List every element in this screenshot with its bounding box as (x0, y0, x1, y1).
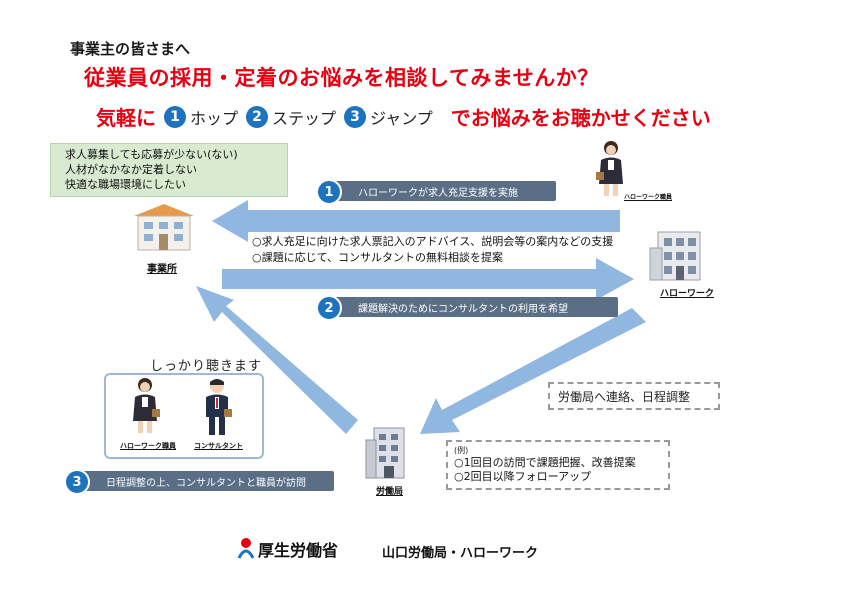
support-line: ○求人充足に向けた求人票記入のアドバイス、説明会等の案内などの支援 (252, 235, 614, 248)
step-step: 2 ステップ (246, 105, 336, 129)
concern-item: 求人募集しても応募が少ない(ない) (65, 148, 238, 161)
consultant-man-icon (206, 379, 232, 435)
labor-bureau-label: 労働局 (376, 487, 404, 497)
concerns-box: 求人募集しても応募が少ない(ない) 人材がなかなか定着しない 快適な職場環境にし… (50, 143, 288, 197)
ministry-name: 厚生労働省 (258, 541, 339, 560)
hellowork-staff-figure (596, 140, 626, 202)
ministry-logo (236, 536, 256, 564)
hellowork-building (648, 230, 708, 286)
office-label: 事業所 (147, 264, 177, 275)
hellowork-icon (649, 231, 701, 281)
arrow-to-bureau (420, 308, 646, 434)
step3-bar: 日程調整の上、コンサルタントと職員が訪問 (72, 471, 334, 491)
step-number-2: 2 (246, 105, 269, 128)
step2-badge: 2 (316, 295, 342, 321)
step-number-1: 1 (164, 105, 186, 128)
page-title: 従業員の採用・定着のお悩みを相談してみませんか？ (84, 66, 599, 90)
steps-line: 気軽に 1 ホップ 2 ステップ 3 ジャンプ でお悩みをお聴かせください (96, 102, 711, 131)
steps-lead: 気軽に (96, 106, 156, 130)
ministry-logo-icon (237, 538, 255, 559)
listen-caption: しっかり聴きます (150, 359, 263, 374)
labor-bureau-icon (365, 427, 405, 479)
step-number-3: 3 (344, 105, 367, 128)
step2-bar: 課題解決のためにコンサルタントの利用を希望 (324, 297, 618, 317)
office-building (132, 202, 196, 256)
arrow-step1 (212, 200, 620, 242)
coordination-box: 労働局へ連絡、日程調整 (548, 382, 720, 410)
step-label-step: ステップ (272, 108, 337, 128)
arrow-step2 (222, 258, 634, 300)
staff-woman-icon (133, 378, 160, 433)
hellowork-label: ハローワーク (660, 289, 715, 299)
listen-box: ハローワーク職員 コンサルタント (104, 373, 264, 459)
page-subtitle: 事業主の皆さまへ (70, 40, 191, 58)
support-line: ○課題に応じて、コンサルタントの無料相談を提案 (252, 251, 504, 264)
concern-item: 人材がなかなか定着しない (65, 163, 197, 176)
step-hop: 1 ホップ (164, 105, 238, 129)
office-name: 山口労働局・ハローワーク (382, 546, 539, 561)
steps-tail: でお悩みをお聴かせください (450, 106, 711, 130)
arrow-step3 (196, 286, 358, 434)
hellowork-staff-label-top: ハローワーク職員 (624, 194, 673, 201)
step1-badge: 1 (316, 179, 342, 205)
hellowork-staff-label: ハローワーク職員 (120, 442, 176, 450)
consultant-label: コンサルタント (194, 442, 243, 450)
example-title: (例) (454, 446, 469, 455)
example-line: ○2回目以降フォローアップ (454, 470, 592, 483)
staff-woman-icon (596, 141, 623, 196)
step1-bar: ハローワークが求人充足支援を実施 (324, 181, 556, 201)
step-label-jump: ジャンプ (370, 108, 433, 128)
concern-item: 快適な職場環境にしたい (65, 178, 186, 191)
example-box: (例) ○1回目の訪問で課題把握、改善提案 ○2回目以降フォローアップ (446, 440, 670, 490)
office-icon (134, 204, 194, 251)
step-jump: 3 ジャンプ (344, 105, 433, 129)
support-lines: ○求人充足に向けた求人票記入のアドバイス、説明会等の案内などの支援 ○課題に応じ… (252, 234, 613, 266)
example-line: ○1回目の訪問で課題把握、改善提案 (454, 456, 636, 469)
step3-badge: 3 (64, 469, 90, 495)
step-label-hop: ホップ (190, 108, 239, 128)
labor-bureau-building (364, 426, 414, 484)
